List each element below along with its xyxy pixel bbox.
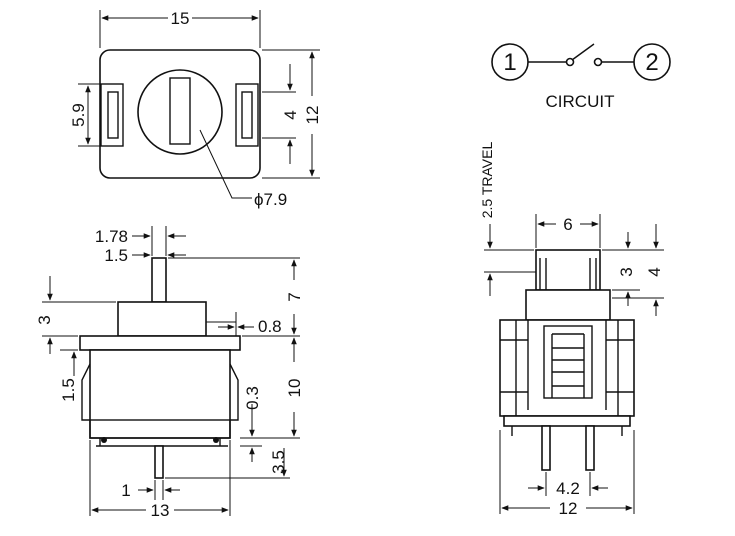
- front-cap: [117, 301, 207, 337]
- gap-label: 0.3: [243, 386, 262, 410]
- front-view: 1.78 1.5 7 0.8 10 3 1.5 0.: [35, 226, 304, 520]
- pin-length-label: 3.5: [269, 450, 288, 474]
- right-tab: [235, 83, 259, 147]
- collar-height-label: 1.5: [59, 378, 78, 402]
- front-stem: [151, 257, 167, 303]
- cap-width-label: 6: [563, 215, 572, 234]
- side-pin-right: [585, 425, 595, 471]
- cap-height-b-label: 4: [645, 267, 664, 276]
- side-pin-left: [541, 425, 551, 471]
- shoulder-label: 3: [35, 315, 54, 324]
- right-slot: [241, 91, 253, 139]
- side-body: [499, 319, 635, 417]
- switch-lever: [571, 43, 595, 61]
- front-collar: [79, 335, 241, 351]
- circuit-title: CIRCUIT: [546, 92, 615, 111]
- pin-spacing-label: 4.2: [556, 479, 580, 498]
- collar-label: 0.8: [258, 317, 282, 336]
- body-height-label: 10: [285, 379, 304, 398]
- cap-height-a-label: 3: [617, 267, 636, 276]
- travel-label: 2.5 TRAVEL: [479, 142, 495, 219]
- circuit-symbol: 1 2 CIRCUIT: [491, 43, 671, 111]
- terminal-2-label: 2: [645, 49, 658, 76]
- terminal-1-label: 1: [503, 49, 516, 76]
- pin-width-label: 1: [121, 481, 130, 500]
- top-view: ϕ7.9 15 5.9 4 12: [69, 9, 322, 209]
- base-width-label: 13: [151, 501, 170, 520]
- top-width-label: 15: [171, 9, 190, 28]
- front-pin: [154, 445, 164, 479]
- left-tab: [100, 83, 124, 147]
- right-slot-label: 4: [281, 110, 300, 119]
- button-diameter-label: ϕ7.9: [254, 190, 287, 209]
- left-slot-label: 5.9: [69, 103, 88, 127]
- stem-height-label: 7: [285, 292, 304, 301]
- top-height-label: 12: [303, 106, 322, 125]
- diameter-leader: [199, 129, 252, 199]
- side-width-label: 12: [559, 499, 578, 518]
- side-base: [503, 415, 631, 427]
- stem-width-a-label: 1.78: [95, 227, 128, 246]
- stem-width-b-label: 1.5: [104, 246, 128, 265]
- button-slot: [169, 77, 191, 145]
- button-circle: [137, 69, 223, 155]
- side-cap-lower: [525, 289, 611, 321]
- side-window: [543, 325, 593, 399]
- front-body: [89, 349, 231, 439]
- side-view: 2.5 TRAVEL 6 3 4 4.2 12: [479, 142, 664, 518]
- left-slot: [107, 91, 119, 139]
